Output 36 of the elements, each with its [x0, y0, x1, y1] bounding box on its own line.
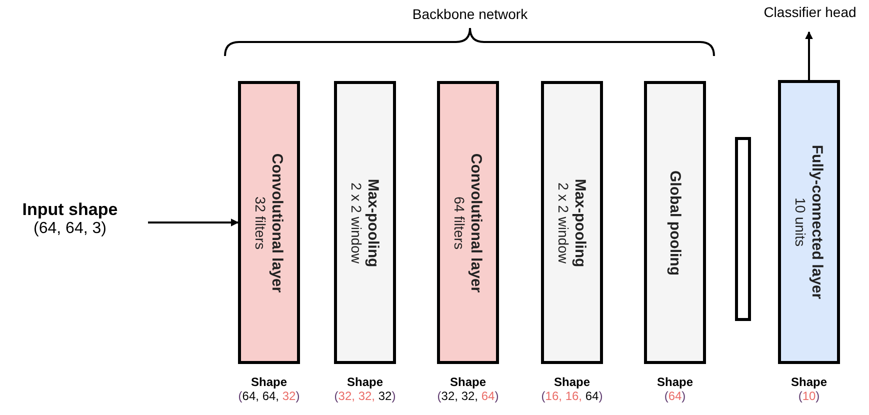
layer-detail: 32 filters — [252, 195, 268, 251]
arrow — [805, 31, 813, 80]
layer-box — [778, 80, 840, 364]
layer-title: Convolutional layer — [268, 152, 286, 292]
shape-heading: Shape — [552, 375, 591, 389]
layer-detail: 2 x 2 window — [556, 181, 572, 266]
shape-value: (64) — [663, 389, 687, 403]
shape-heading: Shape — [346, 375, 384, 389]
layer-box — [644, 81, 706, 364]
input-shape-value: (64, 64, 3) — [32, 220, 108, 238]
layer-detail: 2 x 2 window — [348, 181, 364, 266]
input-title: Input shape — [21, 200, 119, 220]
layer-title: Fully-connected layer — [808, 144, 826, 300]
shape-heading: Shape — [448, 375, 487, 389]
layer-detail: 10 units — [792, 196, 808, 249]
layer-title: Convolutional layer — [468, 152, 484, 292]
arrow — [148, 218, 239, 226]
layer-box — [437, 81, 499, 364]
group-label: Backbone network — [411, 6, 529, 22]
layer-box — [541, 81, 603, 364]
shape-value: (32, 32, 64) — [436, 389, 500, 403]
flatten-box — [735, 137, 751, 321]
layer-detail: 64 filters — [452, 195, 468, 251]
shape-value: (10) — [797, 389, 821, 403]
layer-title: Max-pooling — [572, 178, 588, 267]
layer-box — [238, 81, 300, 364]
shape-heading: Shape — [250, 375, 288, 389]
shape-heading: Shape — [656, 375, 694, 389]
shape-value: (64, 64, 32) — [237, 389, 301, 403]
shape-value: (16, 16, 64) — [540, 389, 604, 403]
shape-heading: Shape — [790, 375, 828, 389]
layer-title: Global pooling — [666, 170, 684, 275]
layer-title: Max-pooling — [364, 178, 382, 267]
layer-box — [334, 81, 396, 364]
output-label: Classifier head — [762, 4, 858, 20]
shape-value: (32, 32, 32) — [333, 389, 397, 403]
